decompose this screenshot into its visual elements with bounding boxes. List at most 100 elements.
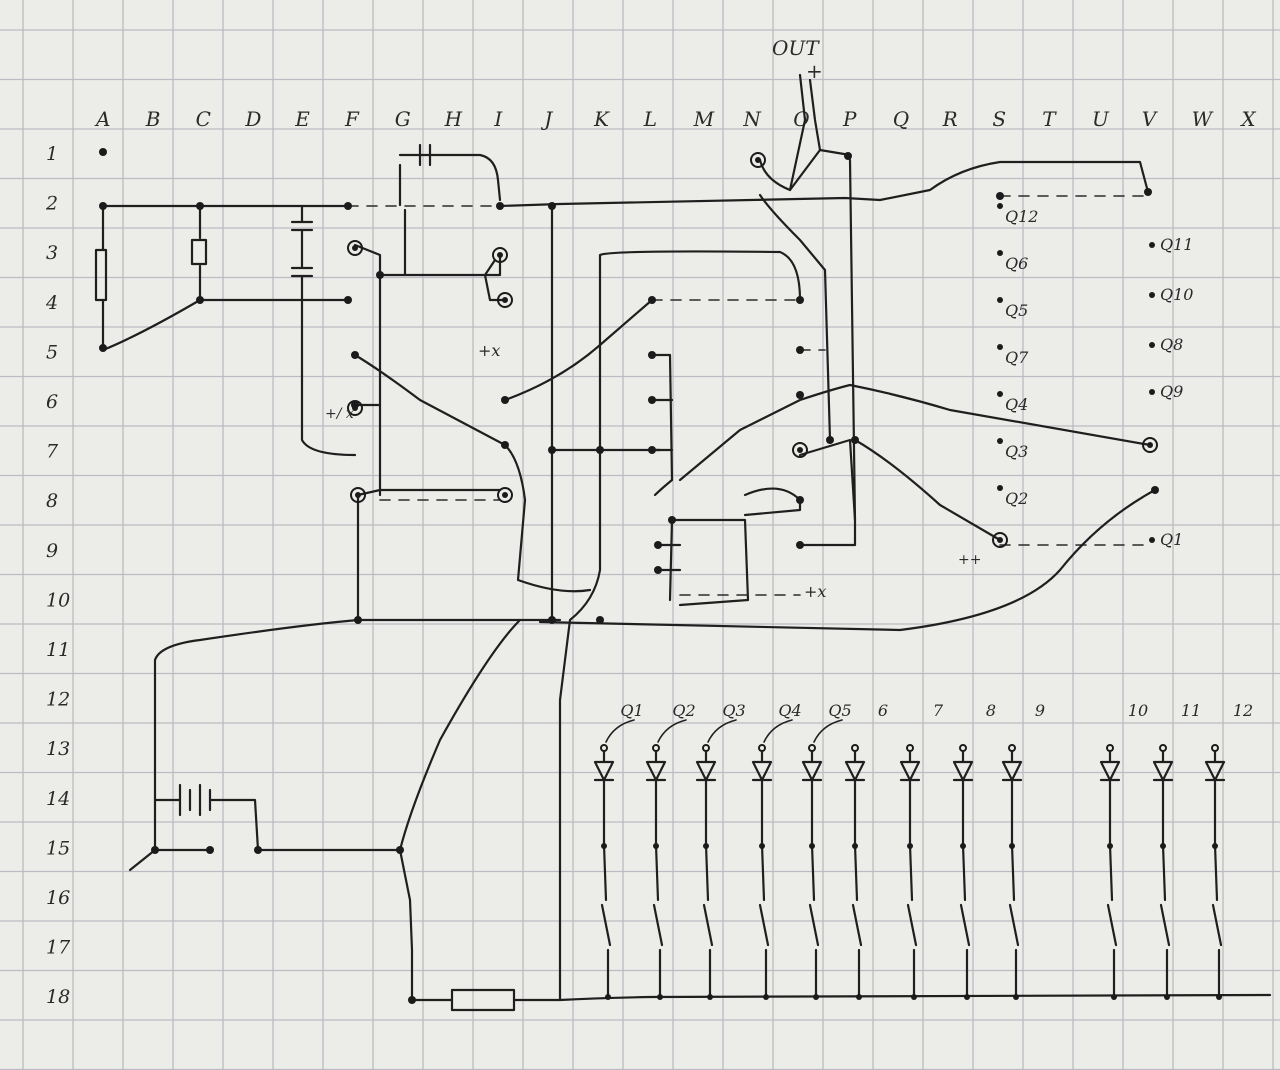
- bus-junction-dot: [763, 994, 769, 1000]
- transistor-label: Q11: [1160, 235, 1193, 254]
- plus-label: +: [806, 59, 823, 83]
- switch-contact: [808, 843, 820, 998]
- diode-cathode-dot: [653, 843, 659, 849]
- wire-junction-dot: [596, 616, 604, 624]
- row-number: 3: [46, 242, 58, 264]
- switch-contact: [1211, 843, 1223, 998]
- wire-junction-dot: [408, 996, 416, 1004]
- diode-cathode-dot: [1107, 843, 1113, 849]
- junction-mark-4: ++: [958, 552, 981, 568]
- column-letter: R: [942, 107, 958, 131]
- wire-junction-dot: [376, 271, 384, 279]
- terminal-ring: [497, 292, 513, 308]
- transistor-label: Q9: [1160, 382, 1183, 401]
- diode-label: Q2: [672, 701, 695, 720]
- column-letter: H: [444, 107, 463, 131]
- column-letter: K: [593, 107, 610, 131]
- transistor-label: Q5: [1005, 301, 1028, 320]
- diode-symbol: [952, 750, 974, 847]
- bus-junction-dot: [813, 994, 819, 1000]
- diode-symbol: [1001, 750, 1023, 847]
- diode-leader-line: [605, 719, 635, 743]
- terminal-ring: [347, 400, 363, 416]
- wire-junction-dot: [496, 202, 504, 210]
- bus-junction-dot: [707, 994, 713, 1000]
- wire-junction-dot: [351, 351, 359, 359]
- transistor-label: Q10: [1160, 285, 1193, 304]
- diode-cathode-dot: [960, 843, 966, 849]
- diode-cathode-dot: [601, 843, 607, 849]
- column-letter: O: [793, 107, 809, 131]
- transistor-pin-dot: [1149, 292, 1155, 298]
- bus-junction-dot: [1013, 994, 1019, 1000]
- transistor-label: Q2: [1005, 489, 1028, 508]
- diode-label: 11: [1181, 701, 1201, 720]
- terminal-ring: [1142, 437, 1158, 453]
- column-letter: L: [643, 107, 657, 131]
- column-letter: I: [493, 107, 503, 131]
- column-letter: D: [244, 107, 261, 131]
- column-letter: W: [1192, 107, 1214, 131]
- row-number: 7: [46, 441, 59, 463]
- wire-junction-dot: [548, 446, 556, 454]
- terminal-ring-center: [755, 157, 761, 163]
- bus-junction-dot: [1164, 994, 1170, 1000]
- diode-label: 6: [878, 701, 888, 720]
- terminal-ring: [492, 247, 508, 263]
- diode-cathode-dot: [809, 843, 815, 849]
- transistor-pin-dot: [997, 391, 1003, 397]
- row-number: 10: [46, 589, 70, 611]
- terminal-ring-center: [497, 252, 503, 258]
- diode-label: 12: [1233, 701, 1253, 720]
- wire-junction-dot: [648, 446, 656, 454]
- transistor-label: Q7: [1005, 348, 1029, 367]
- diode-cathode-dot: [1160, 843, 1166, 849]
- terminal-ring: [992, 532, 1008, 548]
- switch-contact: [702, 843, 714, 998]
- terminal-ring-center: [502, 492, 508, 498]
- diode-symbol: [593, 750, 615, 847]
- wire-junction-dot: [99, 344, 107, 352]
- out-label: OUT: [772, 36, 820, 60]
- wire-junction-dot: [99, 148, 107, 156]
- wire-junction-dot: [996, 192, 1004, 200]
- diode-symbol: [1152, 750, 1174, 847]
- diode-cathode-dot: [703, 843, 709, 849]
- diode-leader-line: [813, 719, 843, 743]
- row-number: 14: [46, 788, 70, 810]
- wire-junction-dot: [648, 296, 656, 304]
- terminal-ring-center: [797, 447, 803, 453]
- row-number: 13: [46, 738, 70, 760]
- bus-junction-dot: [1216, 994, 1222, 1000]
- transistor-label: Q3: [1005, 442, 1028, 461]
- diode-label: Q3: [722, 701, 745, 720]
- wire-junction-dot: [796, 346, 804, 354]
- wire-junction-dot: [344, 296, 352, 304]
- column-letter: V: [1142, 107, 1159, 131]
- transistor-label: Q12: [1005, 207, 1038, 226]
- wire-junction-dot: [206, 846, 214, 854]
- column-letter: X: [1239, 107, 1256, 131]
- diode-symbol: [695, 750, 717, 847]
- transistor-pin-dot: [997, 485, 1003, 491]
- row-number: 11: [46, 639, 70, 661]
- row-number: 2: [45, 193, 58, 215]
- diode-label: 7: [933, 701, 944, 720]
- wire-junction-dot: [254, 846, 262, 854]
- wire-junction-dot: [99, 202, 107, 210]
- wire-junction-dot: [354, 616, 362, 624]
- switch-contact: [1159, 843, 1171, 998]
- row-number: 8: [46, 490, 58, 512]
- wiring: [94, 73, 1272, 1012]
- transistor-pin-dot: [997, 250, 1003, 256]
- diode-cathode-dot: [852, 843, 858, 849]
- wire-junction-dot: [501, 396, 509, 404]
- column-letter: F: [344, 107, 360, 131]
- wire-junction-dot: [648, 351, 656, 359]
- diode-symbol: [801, 750, 823, 847]
- junction-mark-3: +x: [804, 582, 826, 601]
- transistor-label: Q8: [1160, 335, 1183, 354]
- column-letter: B: [145, 107, 161, 131]
